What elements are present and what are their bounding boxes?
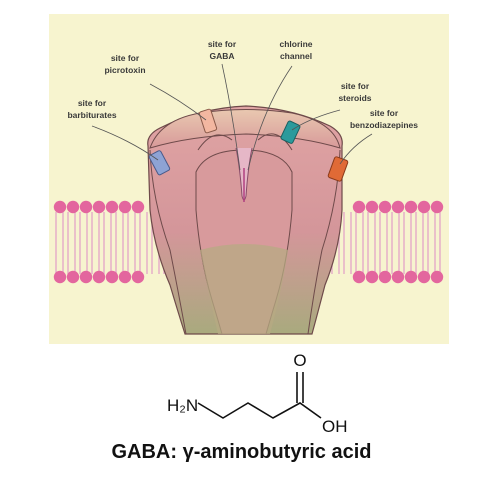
- lipid-head-top: [430, 200, 444, 214]
- lipid-head-bottom: [118, 270, 132, 284]
- lipid-head-bottom: [391, 270, 405, 284]
- lipid-head-bottom: [66, 270, 80, 284]
- receptor-subunit-front-shade: [200, 244, 288, 334]
- label-steroids-1: site for: [341, 81, 370, 91]
- gaba-structure: H₂N O OH: [167, 351, 348, 436]
- lipid-head-bottom: [352, 270, 366, 284]
- carbonyl-oxygen: O: [293, 351, 306, 370]
- lipid-head-top: [79, 200, 93, 214]
- amine-group: H₂N: [167, 396, 198, 415]
- lipid-head-top: [66, 200, 80, 214]
- lipid-head-bottom: [365, 270, 379, 284]
- barbiturates-site: [148, 150, 171, 176]
- benzodiazepines-site: [327, 156, 349, 182]
- lipid-head-bottom: [404, 270, 418, 284]
- lipid-head-top: [365, 200, 379, 214]
- label-benzodiazepines-2: benzodiazepines: [350, 120, 418, 130]
- leader-chlorine: [247, 65, 293, 171]
- carbon-chain-bonds: [197, 402, 322, 419]
- leader-gaba: [221, 63, 241, 171]
- lipid-head-top: [131, 200, 145, 214]
- picrotoxin-site: [198, 108, 218, 134]
- gaba-a-receptor: [147, 105, 343, 335]
- lipid-head-top: [352, 200, 366, 214]
- lipid-head-top: [92, 200, 106, 214]
- lipid-head-bottom: [131, 270, 145, 284]
- figure-caption: GABA: γ-aminobutyric acid: [111, 441, 372, 463]
- lipid-head-bottom: [53, 270, 67, 284]
- lipid-head-top: [417, 200, 431, 214]
- lipid-head-bottom: [378, 270, 392, 284]
- lipid-head-bottom: [92, 270, 106, 284]
- receptor-lobe-line-left: [197, 134, 233, 151]
- label-steroids-2: steroids: [338, 93, 371, 103]
- lipid-heads-bottom: [53, 270, 444, 284]
- label-picrotoxin-1: site for: [111, 53, 140, 63]
- label-picrotoxin-2: picrotoxin: [104, 65, 145, 75]
- receptor-subunit-left: [149, 149, 187, 335]
- label-chlorine-1: chlorine: [279, 39, 312, 49]
- leader-barbiturates: [91, 125, 159, 161]
- lipid-head-bottom: [417, 270, 431, 284]
- label-barbiturates-2: barbiturates: [67, 110, 116, 120]
- lipid-heads-top: [53, 200, 444, 214]
- leader-steroids: [291, 109, 341, 131]
- lipid-head-bottom: [105, 270, 119, 284]
- label-gaba-1: site for: [208, 39, 237, 49]
- lipid-head-top: [391, 200, 405, 214]
- label-barbiturates-1: site for: [78, 98, 107, 108]
- lipid-head-top: [378, 200, 392, 214]
- steroids-site: [280, 120, 301, 144]
- lipid-head-top: [404, 200, 418, 214]
- label-benzodiazepines-1: site for: [370, 108, 399, 118]
- leader-benzodiazepines: [339, 133, 373, 165]
- label-gaba-2: GABA: [209, 51, 234, 61]
- leader-picrotoxin: [149, 83, 207, 121]
- lipid-head-bottom: [79, 270, 93, 284]
- lipid-head-top: [118, 200, 132, 214]
- receptor-lobe-line-right: [257, 133, 293, 151]
- lipid-head-top: [53, 200, 67, 214]
- hydroxyl-group: OH: [322, 417, 348, 436]
- lipid-head-top: [105, 200, 119, 214]
- label-chlorine-2: channel: [280, 51, 312, 61]
- lipid-head-bottom: [430, 270, 444, 284]
